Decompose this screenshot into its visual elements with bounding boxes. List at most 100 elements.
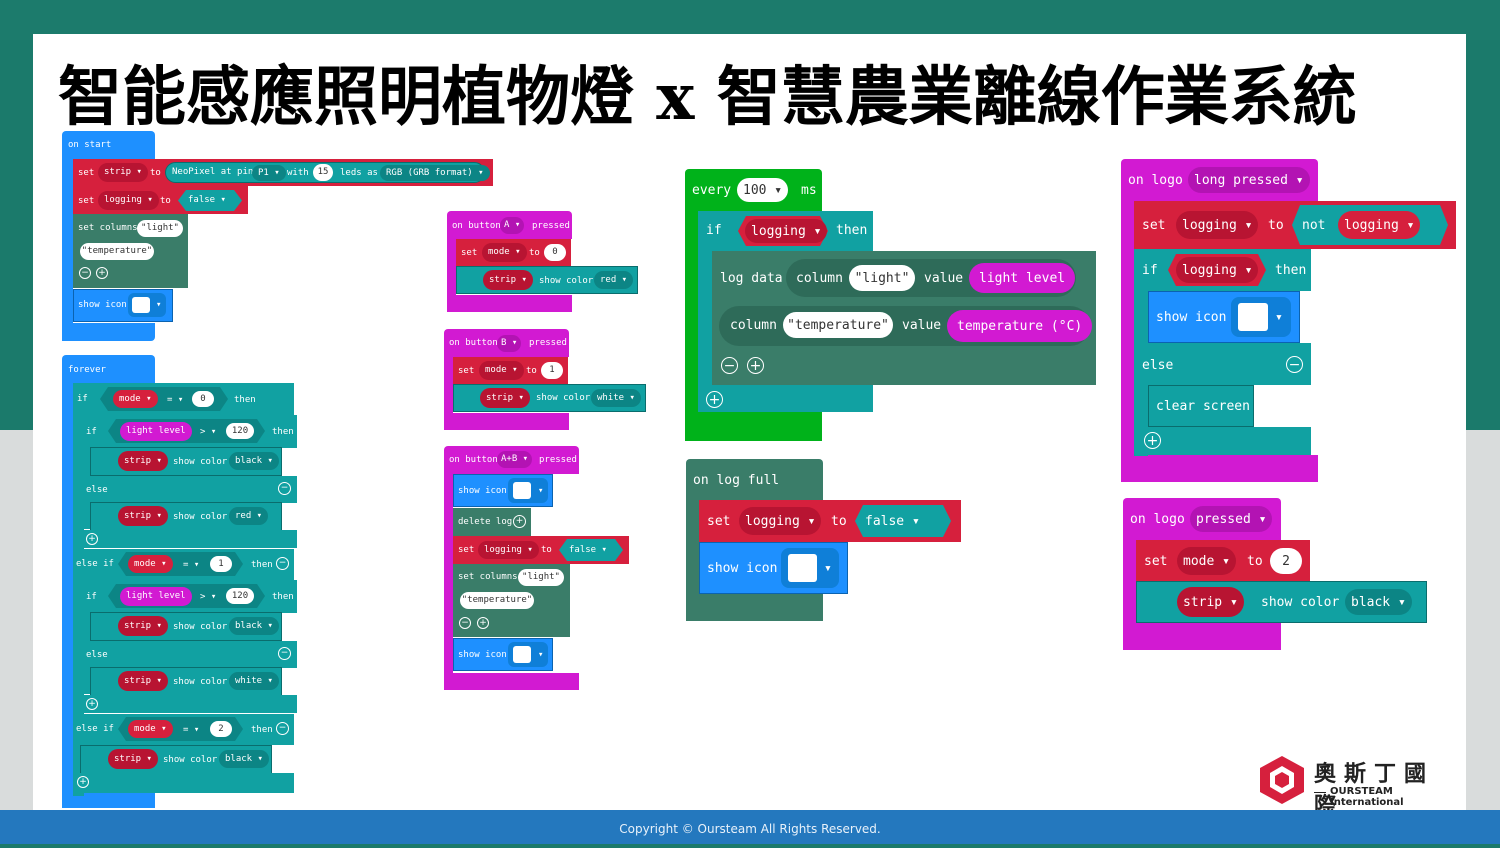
- on-log-full-hat[interactable]: [686, 459, 823, 501]
- strip-dropdown[interactable]: strip ▾: [118, 616, 168, 636]
- button-dropdown[interactable]: A+B ▾: [497, 451, 533, 468]
- plus-icon[interactable]: +: [77, 776, 89, 788]
- column-temp-input[interactable]: "temperature": [460, 592, 534, 609]
- if-rail: [698, 250, 712, 412]
- color-dropdown[interactable]: white ▾: [229, 672, 279, 690]
- false-bool-dropdown[interactable]: false ▾: [855, 505, 951, 537]
- button-dropdown[interactable]: A ▾: [500, 217, 525, 234]
- hat-foot: [447, 295, 572, 312]
- mode-dropdown[interactable]: mode ▾: [1177, 547, 1236, 575]
- plus-icon[interactable]: +: [1144, 432, 1161, 449]
- minus-icon[interactable]: −: [276, 557, 289, 570]
- mode-var-reporter[interactable]: mode ▾: [128, 720, 173, 738]
- plus-icon[interactable]: +: [706, 391, 723, 408]
- hat-body: [1121, 200, 1134, 482]
- logo-event-dropdown[interactable]: long pressed ▾: [1188, 167, 1310, 193]
- minus-icon[interactable]: −: [79, 267, 91, 279]
- column-light-input[interactable]: "light": [518, 569, 564, 586]
- clear-screen-block[interactable]: [1148, 385, 1254, 427]
- logging-dropdown[interactable]: logging ▾: [478, 541, 539, 559]
- value-input[interactable]: 1: [210, 556, 232, 572]
- strip-dropdown[interactable]: strip ▾: [118, 506, 168, 526]
- color-dropdown[interactable]: black ▾: [229, 452, 279, 470]
- value-input[interactable]: 0: [192, 391, 214, 407]
- led-count-input[interactable]: 15: [313, 164, 333, 181]
- hat-foot: [444, 673, 579, 690]
- light-level-reporter[interactable]: light level: [969, 263, 1076, 293]
- light-level-reporter[interactable]: light level: [120, 587, 192, 606]
- mode-dropdown[interactable]: mode ▾: [479, 361, 524, 380]
- logo-event-dropdown[interactable]: pressed ▾: [1190, 506, 1273, 532]
- forever-hat[interactable]: [62, 355, 155, 385]
- button-value: A+B: [501, 454, 518, 464]
- logging-dropdown[interactable]: logging ▾: [739, 507, 822, 535]
- logging-var-dropdown[interactable]: logging ▾: [98, 191, 159, 210]
- plus-icon[interactable]: +: [86, 533, 98, 545]
- gt-operator[interactable]: > ▾: [200, 427, 217, 437]
- color-dropdown[interactable]: red ▾: [229, 507, 269, 525]
- value-input[interactable]: 120: [226, 588, 254, 604]
- minus-icon[interactable]: −: [721, 357, 738, 374]
- if-keyword: if: [77, 394, 88, 404]
- value-input[interactable]: 0: [544, 244, 566, 261]
- color-dropdown[interactable]: white ▾: [591, 389, 641, 407]
- minus-icon[interactable]: −: [278, 647, 291, 660]
- strip-dropdown[interactable]: strip ▾: [1177, 587, 1244, 617]
- strip-var-dropdown[interactable]: strip ▾: [98, 163, 148, 182]
- if-keyword: if: [1142, 263, 1158, 278]
- then-keyword: then: [251, 725, 273, 735]
- value-input[interactable]: 2: [1270, 548, 1302, 574]
- else-row[interactable]: [1134, 343, 1311, 385]
- mode-dropdown[interactable]: mode ▾: [482, 243, 527, 262]
- led-heart-icon: [132, 297, 150, 313]
- eq-operator[interactable]: = ▾: [167, 395, 184, 405]
- logging-reporter[interactable]: logging ▾: [1338, 211, 1421, 239]
- strip-dropdown[interactable]: strip ▾: [118, 671, 168, 691]
- color-dropdown[interactable]: black ▾: [1345, 589, 1412, 615]
- eq-operator[interactable]: = ▾: [183, 725, 200, 735]
- color-dropdown[interactable]: red ▾: [594, 271, 634, 289]
- false-bool-dropdown[interactable]: false ▾: [559, 539, 623, 561]
- color-dropdown[interactable]: black ▾: [219, 750, 269, 768]
- color-dropdown[interactable]: black ▾: [229, 617, 279, 635]
- logging-dropdown[interactable]: logging ▾: [1176, 257, 1259, 283]
- value-input[interactable]: 120: [226, 423, 254, 439]
- logging-dropdown[interactable]: logging ▾: [745, 219, 828, 243]
- strip-dropdown[interactable]: strip ▾: [108, 749, 158, 769]
- mode-var-reporter[interactable]: mode ▾: [113, 390, 158, 408]
- logging-dropdown[interactable]: logging ▾: [1176, 211, 1259, 239]
- minus-icon[interactable]: −: [278, 482, 291, 495]
- minus-icon[interactable]: −: [459, 617, 471, 629]
- strip-dropdown[interactable]: strip ▾: [118, 451, 168, 471]
- else-row[interactable]: [80, 476, 297, 503]
- column-light-input[interactable]: "light": [137, 220, 183, 237]
- plus-icon[interactable]: +: [513, 515, 526, 528]
- temperature-reporter[interactable]: temperature (°C): [947, 310, 1093, 342]
- plus-icon[interactable]: +: [747, 357, 764, 374]
- button-dropdown[interactable]: B ▾: [497, 335, 522, 352]
- false-bool-dropdown[interactable]: false ▾: [178, 190, 242, 211]
- pin-dropdown[interactable]: P1 ▾: [252, 165, 286, 181]
- on-start-hat[interactable]: [62, 131, 155, 161]
- strip-dropdown[interactable]: strip ▾: [480, 388, 530, 408]
- format-dropdown[interactable]: RGB (GRB format) ▾: [380, 165, 490, 181]
- column-name-input[interactable]: "temperature": [783, 312, 893, 338]
- interval-dropdown[interactable]: 100 ▾: [737, 178, 789, 202]
- eq-operator[interactable]: = ▾: [183, 560, 200, 570]
- value-input[interactable]: 1: [541, 362, 563, 379]
- light-level-reporter[interactable]: light level: [120, 422, 192, 441]
- gt-operator[interactable]: > ▾: [200, 592, 217, 602]
- column-temp-input[interactable]: "temperature": [80, 243, 154, 260]
- minus-icon[interactable]: −: [276, 722, 289, 735]
- minus-icon[interactable]: −: [1286, 356, 1303, 373]
- column-name-input[interactable]: "light": [849, 265, 915, 291]
- else-row[interactable]: [80, 641, 297, 668]
- show-icon-label: show icon: [458, 650, 507, 660]
- plus-icon[interactable]: +: [96, 267, 108, 279]
- plus-icon[interactable]: +: [477, 617, 489, 629]
- strip-dropdown[interactable]: strip ▾: [483, 270, 533, 290]
- plus-icon[interactable]: +: [86, 698, 98, 710]
- mode-var-reporter[interactable]: mode ▾: [128, 555, 173, 573]
- column-name: light: [527, 572, 555, 582]
- value-input[interactable]: 2: [210, 721, 232, 737]
